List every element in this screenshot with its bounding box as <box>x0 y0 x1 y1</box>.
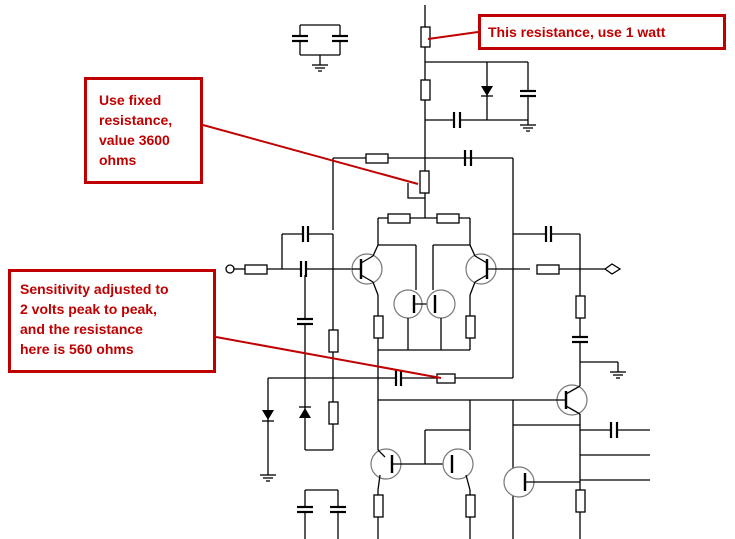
lower-transistors <box>370 400 580 539</box>
input-stage <box>225 226 352 451</box>
leader-top-resistor <box>427 31 479 40</box>
diff-pair <box>351 218 530 296</box>
supply-decoupling-capacitors <box>292 24 348 72</box>
top-resistor-1w <box>420 26 431 48</box>
callout-sensitivity: Sensitivity adjusted to 2 volts peak to … <box>8 269 216 373</box>
leader-fixed-resistor <box>202 124 419 185</box>
leader-sensitivity <box>215 336 442 379</box>
feedback-network <box>332 150 514 378</box>
bottom-supply-capacitors <box>297 489 346 539</box>
supply-string <box>420 5 536 160</box>
callout-fixed-resistor: Use fixed resistance, value 3600 ohms <box>84 77 203 184</box>
current-mirror <box>373 289 476 351</box>
fixed-resistor-3600 <box>419 170 430 194</box>
bias-network <box>260 350 580 539</box>
output-stage <box>513 226 650 539</box>
callout-top-resistor: This resistance, use 1 watt <box>478 14 726 50</box>
